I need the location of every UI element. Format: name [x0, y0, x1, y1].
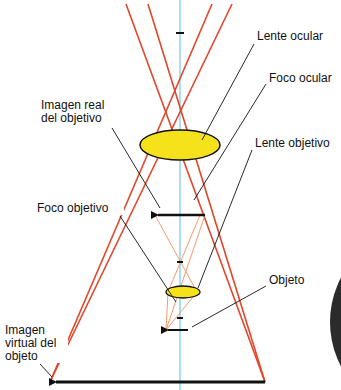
object-arrow	[168, 329, 188, 331]
real-image-arrow	[158, 214, 205, 217]
focus-marks	[176, 33, 184, 318]
optical-axis	[179, 0, 181, 390]
part-label: Objeto	[268, 274, 330, 287]
virtual-image-arrow	[56, 381, 265, 384]
dark-disc	[330, 227, 341, 390]
part-label: Imagen real del objetivo	[40, 99, 120, 125]
part-label: Imagen virtual del objeto	[4, 324, 68, 363]
inner-rays	[155, 215, 205, 330]
objective-lens	[166, 286, 200, 298]
part-label: Lente ocular	[256, 30, 340, 43]
part-label: Foco ocular	[268, 72, 340, 85]
part-label: Lente objetivo	[254, 137, 340, 150]
part-label: Foco objetivo	[36, 202, 124, 215]
red-rays	[50, 4, 265, 382]
ocular-lens	[140, 130, 220, 160]
